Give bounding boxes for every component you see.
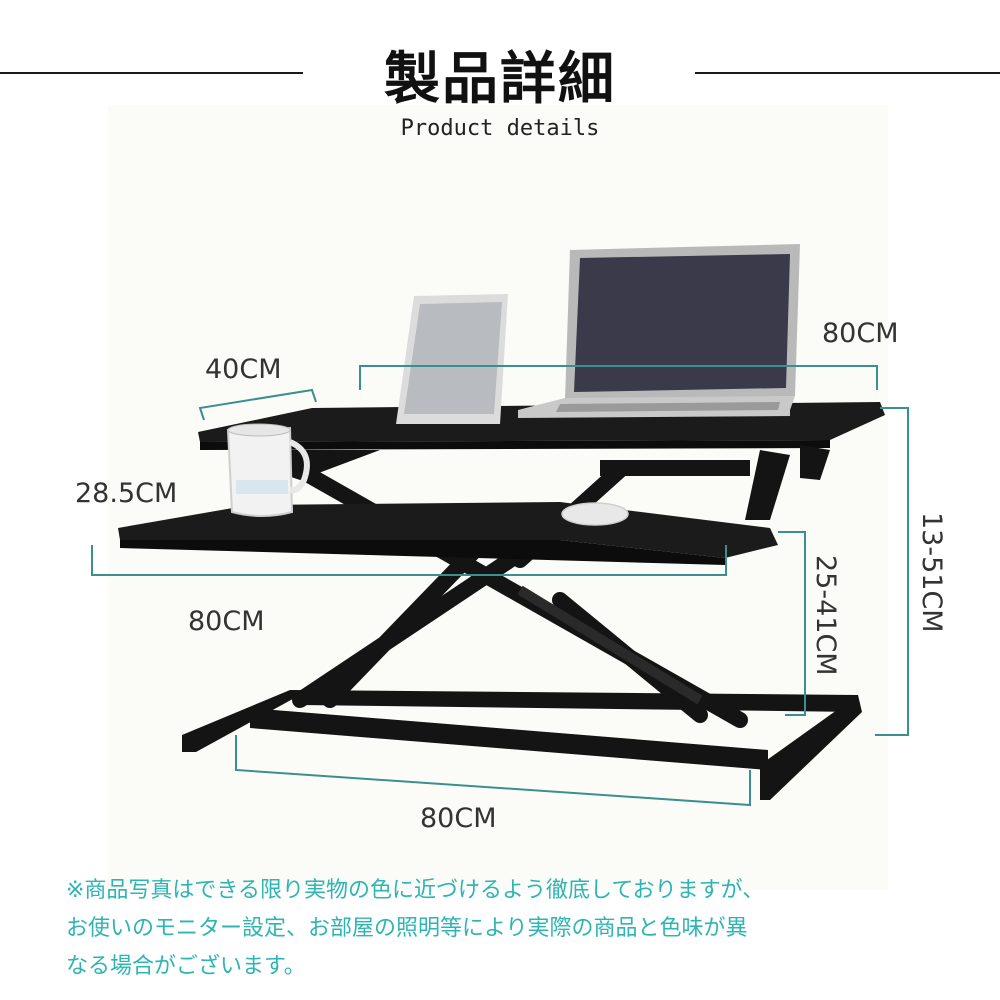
tablet-image	[396, 294, 508, 424]
base-frame	[182, 690, 862, 800]
dim-keyboard-height: 25-41CM	[810, 555, 841, 676]
dim-base-width: 80CM	[420, 803, 497, 834]
title-rule-left	[0, 72, 303, 74]
dim-keyboard-depth: 28.5CM	[75, 478, 178, 509]
color-notice-line-3: なる場合がございます。	[66, 954, 306, 979]
mouse-image	[561, 502, 629, 526]
laptop-image	[518, 244, 800, 418]
dim-top-width: 80CM	[822, 318, 899, 349]
color-notice-line-2: お使いのモニター設定、お部屋の照明等により実際の商品と色味が異	[66, 916, 748, 941]
keyboard-tray	[118, 502, 778, 565]
dimension-lines	[91, 365, 909, 807]
color-notice-line-1: ※商品写真はできる限り実物の色に近づけるよう徹底しておりますが、	[66, 878, 765, 903]
top-supports	[270, 445, 830, 520]
dim-keyboard-width: 80CM	[188, 606, 265, 637]
page-title: 製品詳細	[384, 46, 616, 112]
page-subtitle: Product details	[400, 116, 600, 141]
dim-top-left-depth: 40CM	[205, 354, 282, 385]
dim-total-height: 13-51CM	[916, 512, 947, 633]
gas-spring	[517, 585, 703, 705]
title-rule-right	[695, 72, 1000, 74]
color-notice: ※商品写真はできる限り実物の色に近づけるよう徹底しておりますが、 お使いのモニタ…	[66, 872, 946, 986]
mug-image	[226, 423, 310, 517]
